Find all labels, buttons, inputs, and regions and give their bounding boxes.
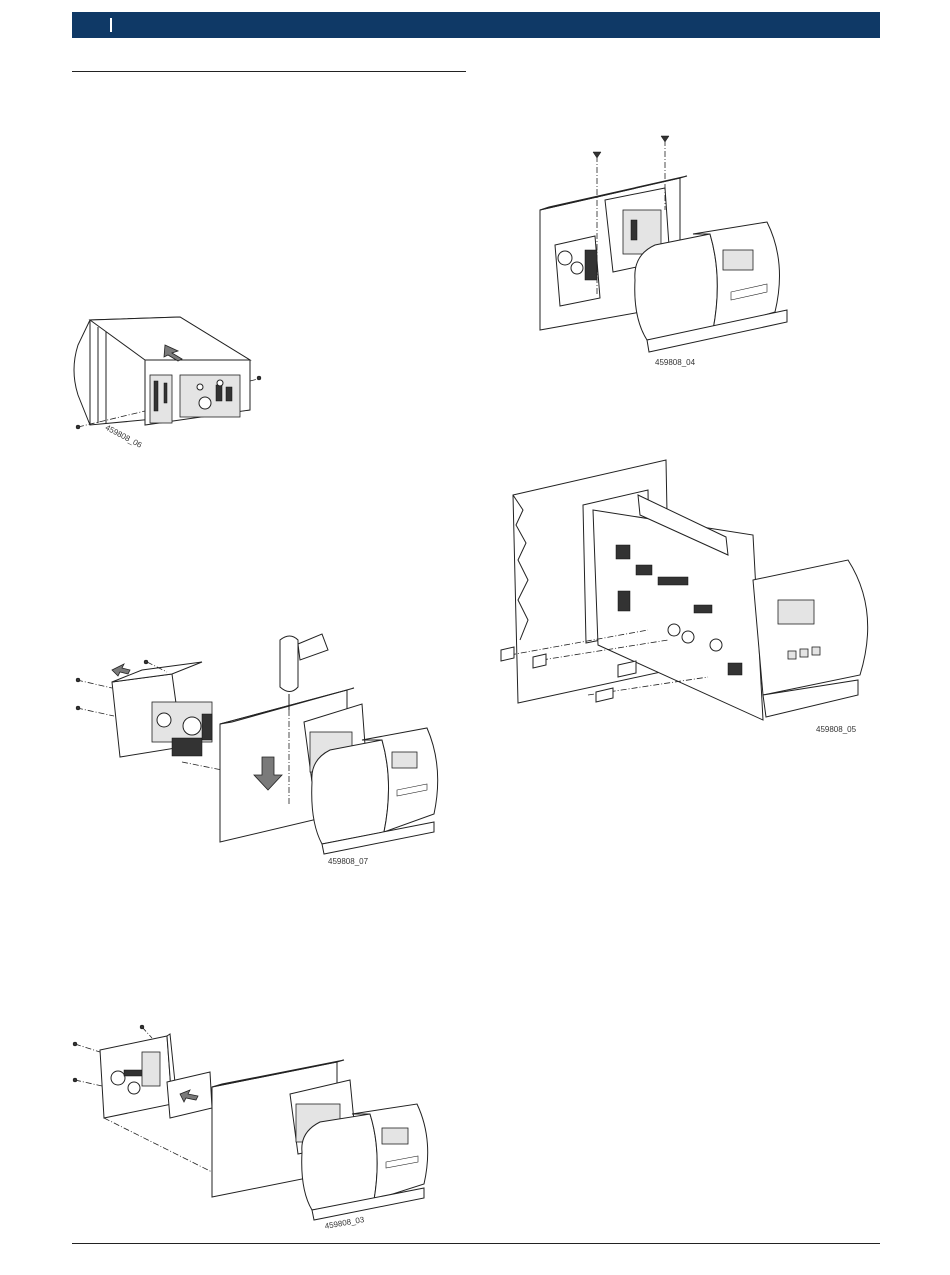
figure-459808-03: 459808_03 [72,1022,467,1237]
figure-459808-05-drawing [498,455,883,740]
figure-459808-04: 459808_04 [535,130,805,370]
figure-label: 459808_05 [816,725,856,734]
section-rule [72,71,466,72]
figure-label: 459808_04 [655,358,695,367]
figure-459808-03-drawing [72,1022,467,1237]
figure-459808-07: 459808_07 [72,632,467,874]
figure-459808-07-drawing [72,632,467,874]
figure-459808-05: 459808_05 [498,455,883,740]
header-mark [110,18,112,32]
header-bar [72,12,880,38]
figure-459808-06: 459808_06 [70,315,270,455]
footer-rule [72,1243,880,1244]
figure-459808-04-drawing [535,130,805,370]
figure-label: 459808_07 [328,857,368,866]
figure-459808-06-drawing [70,315,270,455]
